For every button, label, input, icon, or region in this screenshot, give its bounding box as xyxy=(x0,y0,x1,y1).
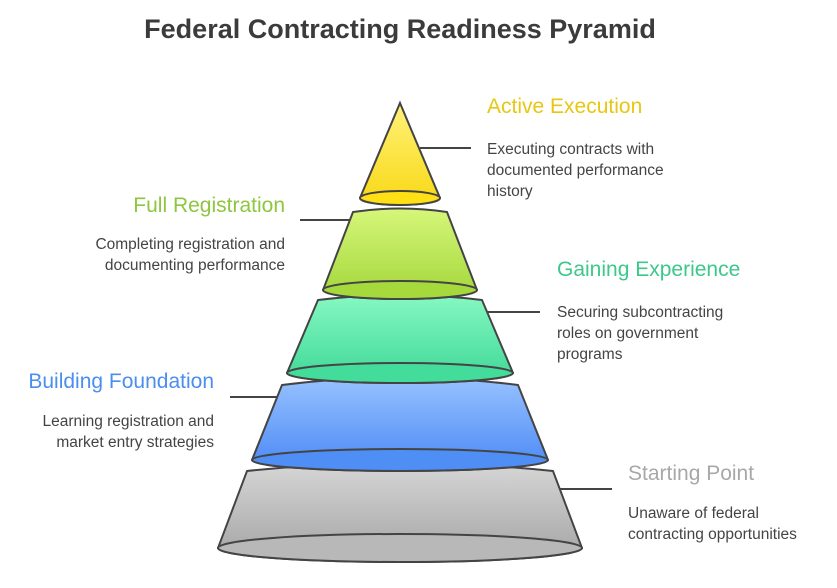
label-building-foundation: Building Foundation xyxy=(28,370,214,393)
tier-gaining xyxy=(285,294,515,384)
desc-gaining-experience: Securing subcontracting roles on governm… xyxy=(557,304,724,363)
desc-full-registration: Completing registration and documenting … xyxy=(95,236,285,274)
diagram-title: Federal Contracting Readiness Pyramid xyxy=(144,14,656,44)
label-gaining-experience: Gaining Experience xyxy=(557,258,741,281)
tier-full xyxy=(321,207,479,300)
desc-starting-point: Unaware of federal contracting opportuni… xyxy=(628,505,797,543)
label-full-registration: Full Registration xyxy=(133,194,285,217)
tier-active xyxy=(358,100,442,206)
label-active-execution: Active Execution xyxy=(487,95,643,118)
label-starting-point: Starting Point xyxy=(628,462,755,485)
desc-active-execution: Executing contracts with documented perf… xyxy=(487,141,664,200)
desc-building-foundation: Learning registration and market entry s… xyxy=(42,413,214,451)
tier-starting xyxy=(216,462,584,563)
tier-building xyxy=(250,376,550,472)
